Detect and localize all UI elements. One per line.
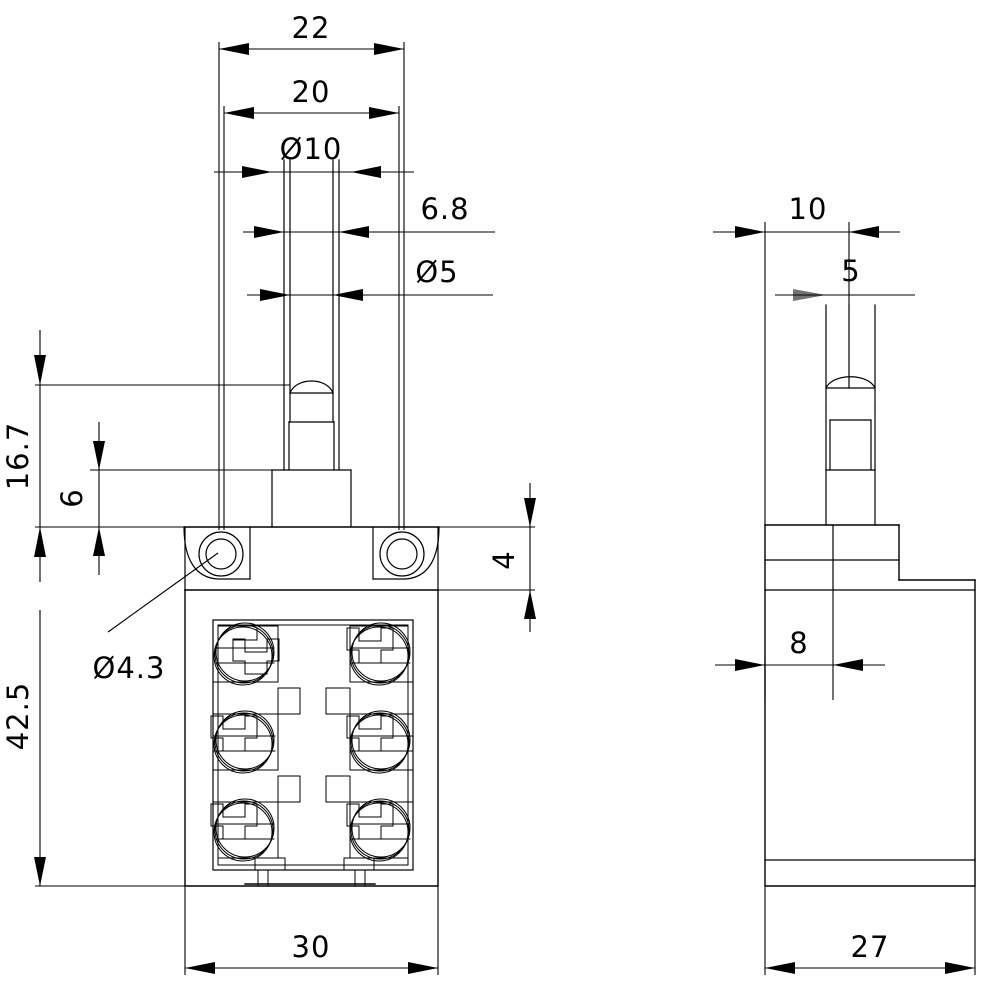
side-view	[764, 304, 976, 887]
terminal-screw	[346, 710, 413, 774]
dim-27-label: 27	[851, 930, 890, 964]
front-view-dimensions: 22 20 Ø10 6.8	[1, 11, 536, 975]
dim-4: 4	[438, 483, 536, 632]
dim-20: 20	[223, 75, 400, 530]
terminal-screw	[210, 710, 279, 774]
terminal-screw	[210, 798, 279, 862]
dim-30-label: 30	[292, 930, 331, 964]
dim-4-label: 4	[487, 550, 521, 569]
dim-8-label: 8	[789, 626, 808, 660]
dim-20-label: 20	[292, 75, 331, 109]
terminal-screw	[346, 622, 411, 686]
front-view	[183, 159, 440, 887]
dim-22: 22	[218, 11, 405, 530]
dim-16p7: 16.7	[1, 330, 290, 582]
mounting-flange	[183, 526, 440, 591]
dim-d10-label: Ø10	[280, 132, 343, 166]
dim-d4p3-label: Ø4.3	[93, 651, 166, 685]
side-plunger-assembly	[825, 304, 876, 526]
dim-d4p3: Ø4.3	[93, 552, 219, 685]
front-body-outline	[184, 589, 439, 887]
terminal-screw	[213, 622, 280, 686]
dim-6p8: 6.8	[243, 192, 495, 238]
dim-6p8-label: 6.8	[420, 192, 469, 226]
dim-8: 8	[715, 590, 885, 700]
dim-10-label: 10	[789, 192, 828, 226]
dim-16p7-label: 16.7	[1, 422, 35, 491]
dim-42p5: 42.5	[1, 610, 185, 887]
dim-d5: Ø5	[247, 255, 493, 301]
dim-6: 6	[55, 422, 272, 575]
dim-30: 30	[184, 886, 439, 975]
dim-27: 27	[764, 886, 976, 975]
terminal-screw	[346, 798, 411, 862]
dim-42p5-label: 42.5	[1, 682, 35, 751]
terminal-block	[210, 619, 414, 887]
dim-d10: Ø10	[214, 132, 414, 178]
dim-22-label: 22	[292, 11, 331, 45]
dim-d5-label: Ø5	[415, 255, 458, 289]
dim-10: 10	[713, 192, 900, 525]
side-body-outline	[764, 524, 976, 887]
plunger-assembly	[271, 159, 352, 528]
dim-6-label: 6	[55, 488, 89, 507]
dim-5: 5	[775, 254, 915, 301]
dim-5-label: 5	[841, 254, 860, 288]
side-view-dimensions: 10 5 8 27	[713, 192, 976, 975]
